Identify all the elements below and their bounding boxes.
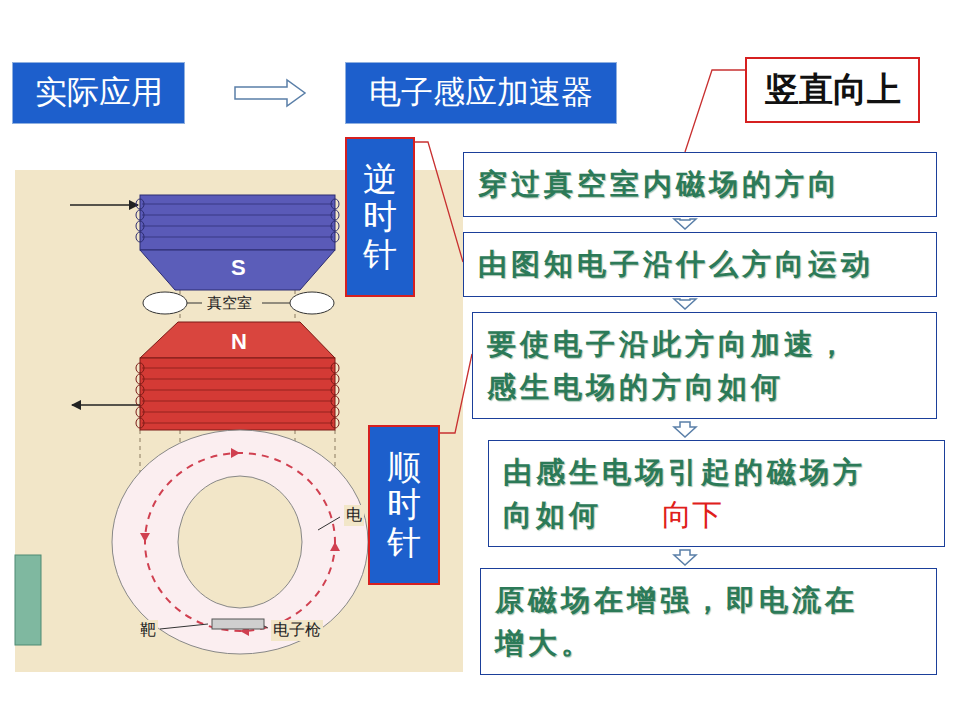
leader-line — [160, 624, 208, 629]
block-arrow — [674, 299, 696, 309]
wire-in — [70, 204, 138, 206]
part-label: 真空室 — [205, 294, 254, 313]
leader-line — [318, 517, 340, 530]
south-pole — [140, 250, 335, 290]
node-text: 由图知电子沿什么方向运动 — [478, 248, 874, 280]
node-text: 电子感应加速器 — [369, 74, 593, 110]
leader-connector — [415, 142, 463, 262]
block-arrow — [674, 219, 696, 229]
answer-column: 逆时针 — [345, 137, 415, 297]
text-wrap: 要使电子沿此方向加速，感生电场的方向如何 — [487, 323, 867, 407]
answer-text: 向下 — [662, 498, 722, 531]
north-pole — [140, 322, 335, 358]
leader-connector — [440, 354, 472, 433]
node-text: 要使电子沿此方向加速，感生电场的方向如何 — [487, 328, 850, 402]
book-edge — [15, 555, 41, 645]
answer-box: 竖直向上 — [745, 57, 920, 123]
orbit-arrows — [140, 448, 340, 636]
chamber-lobe — [143, 292, 187, 314]
text-wrap: 由感生电场引起的磁场方向如何向下 — [503, 451, 883, 535]
ring-chamber — [112, 430, 368, 654]
wire-out — [72, 404, 140, 406]
text-wrap: 穿过真空室内磁场的方向 — [478, 163, 841, 205]
process-box: 要使电子沿此方向加速，感生电场的方向如何 — [472, 312, 937, 419]
text-wrap: 顺时针 — [387, 449, 421, 561]
title-box: 电子感应加速器 — [345, 62, 617, 124]
node-text: 顺时针 — [387, 449, 421, 561]
node-text: 原磁场在增强，即电流在增大。 — [495, 584, 858, 658]
block-arrow — [674, 422, 696, 437]
text-wrap: 由图知电子沿什么方向运动 — [478, 243, 874, 285]
leader-line — [262, 303, 290, 304]
answer-column: 顺时针 — [368, 425, 440, 585]
pole-label: N — [229, 329, 249, 355]
upper-coil — [140, 195, 335, 250]
leader-line — [187, 303, 202, 304]
node-text: 穿过真空室内磁场的方向 — [478, 168, 841, 200]
part-label: 电子枪 — [271, 620, 323, 641]
block-arrow — [235, 80, 305, 106]
node-text: 实际应用 — [35, 74, 163, 110]
process-box: 原磁场在增强，即电流在增大。 — [480, 568, 937, 675]
title-box: 实际应用 — [12, 62, 185, 124]
block-arrow — [674, 550, 696, 565]
pole-label: S — [229, 255, 248, 281]
leader-line — [264, 626, 268, 628]
process-box: 穿过真空室内磁场的方向 — [463, 152, 937, 217]
text-wrap: 实际应用 — [35, 71, 163, 115]
coil-windings — [136, 199, 339, 428]
ring-hole — [178, 476, 302, 608]
node-text: 逆时针 — [363, 161, 397, 273]
electron-gun — [212, 619, 264, 629]
electron-orbit — [145, 453, 335, 631]
lower-coil — [140, 358, 335, 430]
leader-connector — [685, 70, 745, 152]
text-wrap: 电子感应加速器 — [369, 71, 593, 115]
chamber-lobe — [290, 292, 334, 314]
text-wrap: 原磁场在增强，即电流在增大。 — [495, 579, 875, 663]
text-wrap: 逆时针 — [363, 161, 397, 273]
text-wrap: 竖直向上 — [765, 67, 901, 113]
part-label: 电 — [344, 505, 364, 526]
part-label: 靶 — [138, 620, 158, 641]
node-text: 竖直向上 — [765, 70, 901, 108]
process-box: 由感生电场引起的磁场方向如何向下 — [488, 440, 945, 547]
process-box: 由图知电子沿什么方向运动 — [463, 232, 937, 297]
